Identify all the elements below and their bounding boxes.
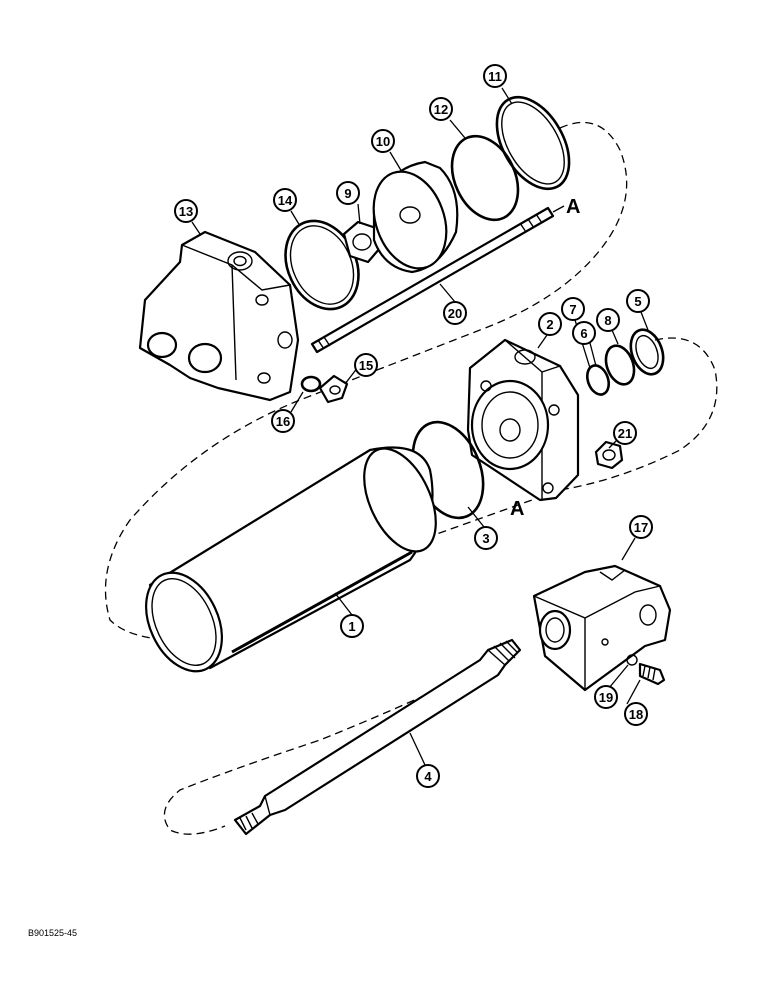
callout-7: 7 [561, 297, 585, 321]
callout-17: 17 [629, 515, 653, 539]
callout-9-label: 9 [344, 186, 351, 201]
callout-3-label: 3 [482, 531, 489, 546]
part-19-ball [626, 654, 638, 666]
part-8-wiper [604, 344, 636, 386]
callout-1: 1 [340, 614, 364, 638]
callout-5: 5 [626, 289, 650, 313]
part-21-nut [594, 440, 624, 470]
callout-2-label: 2 [546, 317, 553, 332]
part-5-backup-ring [629, 328, 665, 376]
callout-20-label: 20 [448, 306, 462, 321]
leader-lines [191, 87, 649, 766]
callout-16-label: 16 [276, 414, 290, 429]
callout-8-label: 8 [604, 313, 611, 328]
callout-1-label: 1 [348, 619, 355, 634]
callout-15: 15 [354, 353, 378, 377]
callout-4-label: 4 [424, 769, 432, 784]
callout-6-label: 6 [580, 326, 587, 341]
callout-8: 8 [596, 308, 620, 332]
part-1-barrel [145, 446, 437, 673]
part-17-rod-clevis [532, 564, 672, 692]
callout-3: 3 [474, 526, 498, 550]
part-4-piston-rod [233, 638, 522, 836]
callout-21: 21 [613, 421, 637, 445]
callout-4: 4 [416, 764, 440, 788]
part-10-piston [372, 160, 459, 274]
callout-10: 10 [371, 129, 395, 153]
part-18-screw [638, 662, 666, 686]
callout-14-label: 14 [278, 193, 293, 208]
callout-12: 12 [429, 97, 453, 121]
callout-18: 18 [624, 702, 648, 726]
callout-11-label: 11 [488, 69, 502, 84]
callout-11: 11 [483, 64, 507, 88]
callout-13: 13 [174, 199, 198, 223]
part-6-seal [585, 364, 611, 396]
part-13-cylinder-base [138, 230, 300, 402]
callout-2: 2 [538, 312, 562, 336]
reference-mark-a-bottom: A [510, 498, 524, 520]
callout-6: 6 [572, 321, 596, 345]
callout-17-label: 17 [634, 520, 648, 535]
callout-20: 20 [443, 301, 467, 325]
part-2-rod-end-head [466, 338, 580, 502]
callout-19-label: 19 [599, 690, 613, 705]
figure-code: B901525-45 [28, 928, 78, 938]
callout-21-label: 21 [618, 426, 632, 441]
reference-mark-a-top: A [566, 196, 580, 218]
callout-7-label: 7 [569, 302, 576, 317]
callout-19: 19 [594, 685, 618, 709]
part-11-backup-ring [495, 95, 571, 191]
callout-15-label: 15 [359, 358, 373, 373]
callout-10-label: 10 [376, 134, 390, 149]
part-15-plug [318, 374, 349, 404]
callout-14: 14 [273, 188, 297, 212]
callout-9: 9 [336, 181, 360, 205]
part-16-seal [300, 375, 322, 393]
callout-16: 16 [271, 409, 295, 433]
part-20-tie-rod [310, 206, 555, 354]
callout-12-label: 12 [434, 102, 448, 117]
callout-18-label: 18 [629, 707, 643, 722]
callout-13-label: 13 [179, 204, 193, 219]
callout-5-label: 5 [634, 294, 641, 309]
